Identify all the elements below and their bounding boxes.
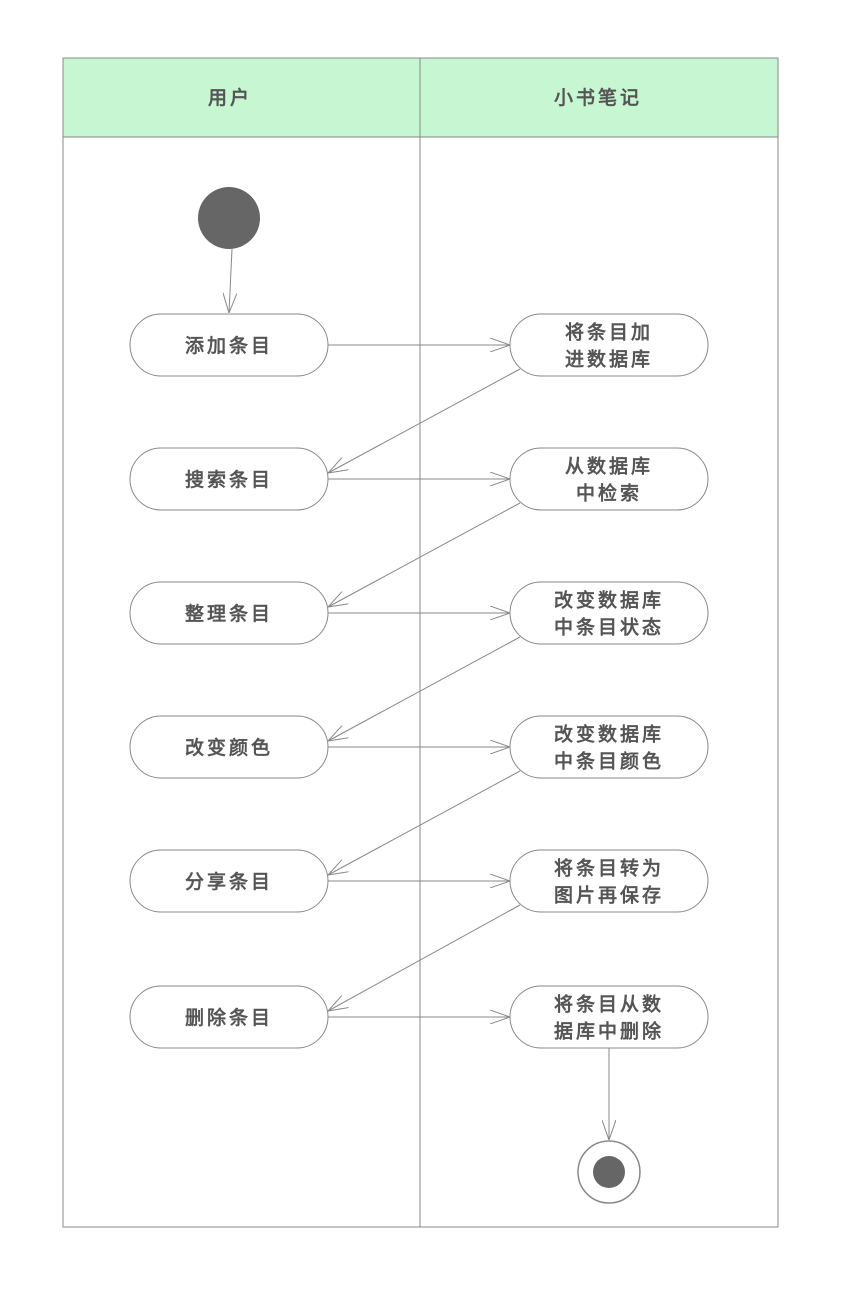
- user-action-node: [129, 581, 329, 645]
- user-action-label: 搜索条目: [185, 468, 273, 491]
- user-action-node: [129, 985, 329, 1049]
- user-action-label: 删除条目: [185, 1006, 273, 1029]
- user-action-node: [129, 849, 329, 913]
- system-action-node: [509, 849, 709, 913]
- system-action-label: 将条目转为: [554, 857, 664, 880]
- flow-system-to-user: [328, 502, 521, 607]
- system-action-label: 将条目加: [565, 321, 653, 344]
- user-action-label: 改变颜色: [185, 736, 273, 759]
- system-action-label: 中条目状态: [554, 616, 664, 639]
- system-action-node: [509, 447, 709, 511]
- user-action-label: 整理条目: [185, 602, 273, 625]
- system-action-node: [509, 581, 709, 645]
- flow-system-to-user: [328, 636, 521, 741]
- system-action-label: 改变数据库: [554, 723, 664, 746]
- lane-title-user: 用户: [208, 86, 252, 109]
- system-action-label: 中检索: [576, 482, 642, 505]
- initial-node: [198, 187, 260, 249]
- flow-system-to-user: [328, 770, 521, 875]
- system-action-label: 从数据库: [565, 455, 653, 478]
- lane-header-app: [419, 57, 779, 138]
- user-action-node: [129, 447, 329, 511]
- system-action-label: 图片再保存: [554, 884, 664, 907]
- user-action-node: [129, 715, 329, 779]
- system-action-node: [509, 313, 709, 377]
- system-action-label: 据库中删除: [554, 1020, 664, 1043]
- user-action-node: [129, 313, 329, 377]
- final-node: [593, 1156, 625, 1188]
- system-action-label: 中条目颜色: [554, 750, 664, 773]
- flow-start: [229, 248, 232, 313]
- system-action-label: 进数据库: [565, 348, 653, 371]
- lane-title-app: 小书笔记: [554, 86, 642, 109]
- flow-system-to-user: [328, 368, 521, 473]
- user-action-label: 添加条目: [185, 334, 273, 357]
- user-action-label: 分享条目: [185, 870, 273, 893]
- system-action-label: 改变数据库: [554, 589, 664, 612]
- system-action-node: [509, 715, 709, 779]
- lane-header-user: [62, 57, 421, 138]
- system-action-label: 将条目从数: [554, 993, 664, 1016]
- flow-system-to-user: [328, 904, 521, 1011]
